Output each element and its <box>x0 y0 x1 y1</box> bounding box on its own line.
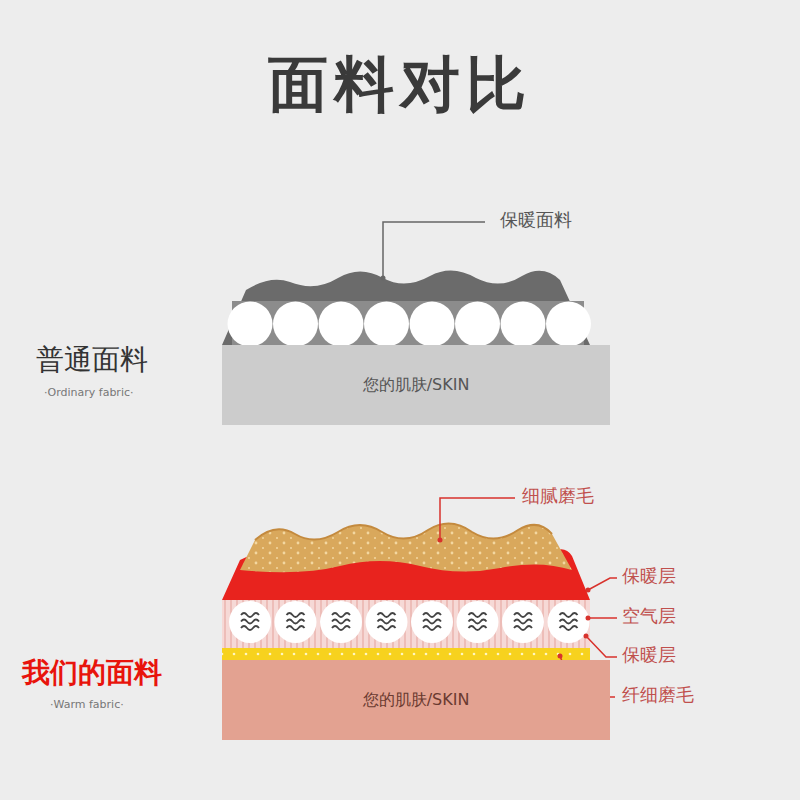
callout-label: ·Warm fabric· <box>50 698 124 711</box>
band-label: 您的肌肤/SKIN <box>363 690 470 709</box>
skin-band: 您的肌肤/SKIN <box>222 660 610 740</box>
page-title: 面料对比 <box>0 48 800 120</box>
callout-label: 空气层 <box>622 605 676 627</box>
callout-label: 我们的面料 <box>22 656 162 690</box>
callout-label: 保暖面料 <box>500 209 572 231</box>
callout-label: 细腻磨毛 <box>522 485 594 507</box>
band-label: 您的肌肤/SKIN <box>363 375 470 394</box>
skin-band: 您的肌肤/SKIN <box>222 345 610 425</box>
callout-label: 纤细磨毛 <box>622 684 694 706</box>
callout-label: 普通面料 <box>36 343 148 377</box>
callout-label: 保暖层 <box>622 644 676 666</box>
callout-label: 保暖层 <box>622 565 676 587</box>
callout-label: ·Ordinary fabric· <box>44 386 133 399</box>
